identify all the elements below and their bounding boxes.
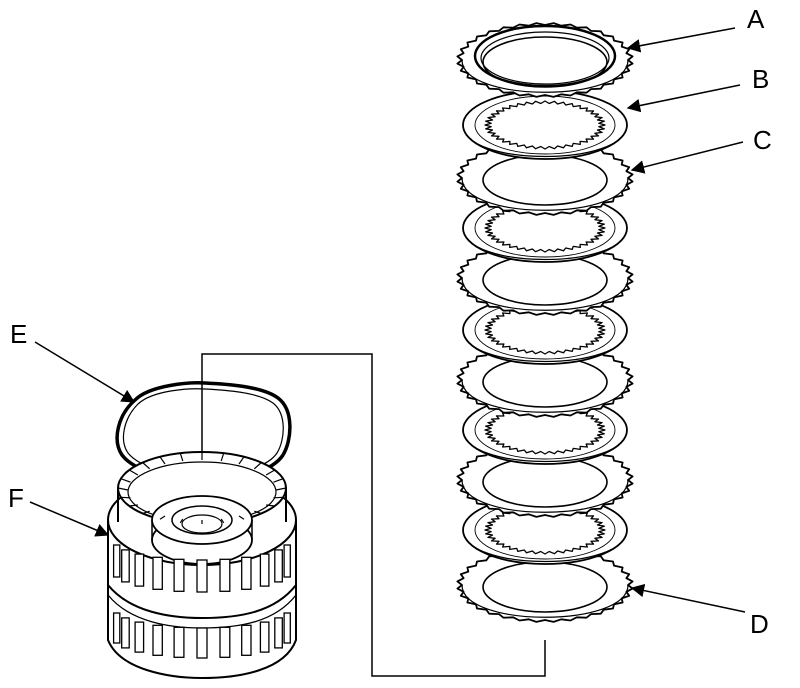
callout-label-e: E: [10, 319, 27, 349]
drum-slot: [283, 612, 291, 644]
drum-spline: [238, 515, 245, 520]
drum-slot: [112, 612, 121, 644]
drum-slot: [274, 617, 283, 649]
friction-plate: [462, 295, 628, 365]
drum-slot: [283, 544, 291, 578]
drum-slot: [173, 626, 185, 658]
callout-label-c: C: [753, 125, 772, 155]
drum-spline: [254, 510, 262, 515]
drum-spline: [179, 453, 184, 462]
drum-spline: [220, 518, 225, 524]
drum-slot: [112, 544, 121, 578]
leader-arrow-d: [630, 583, 746, 613]
drum-slot: [241, 624, 252, 656]
leader-arrow-b: [626, 84, 741, 113]
drum-slot: [259, 621, 270, 653]
callout-label-d: D: [750, 609, 769, 639]
drum-spline: [265, 469, 276, 476]
drum-spline: [117, 487, 129, 491]
drum-slot: [196, 627, 208, 659]
drum-spline: [179, 518, 184, 524]
drum-slot: [173, 558, 185, 592]
drum-slot: [134, 553, 145, 587]
drum-slot: [196, 559, 208, 593]
clutch-drum-f: [107, 451, 297, 680]
drum-spline: [142, 510, 150, 515]
drum-slot: [219, 626, 231, 658]
drum-spline: [159, 515, 166, 520]
drum-slot: [152, 624, 163, 656]
drum-spline: [142, 462, 151, 470]
drum-spline: [128, 469, 139, 476]
drum-spline: [238, 456, 245, 465]
drum-slot: [121, 549, 130, 583]
o-ring-e: [115, 381, 292, 482]
drum-slot: [274, 549, 283, 583]
drum-spline: [120, 478, 131, 483]
drum-slot: [219, 558, 231, 592]
drum-spline: [159, 456, 166, 465]
drum-slot: [134, 621, 145, 653]
callout-label-a: A: [747, 4, 765, 34]
steel-plate: [456, 240, 634, 316]
leader-arrow-c: [630, 141, 744, 174]
drum-slot: [152, 556, 163, 590]
drum-slot: [241, 556, 252, 590]
drum-spline: [220, 453, 225, 462]
drum-spline: [129, 504, 138, 507]
drum-slot: [259, 553, 270, 587]
steel-plate: [456, 342, 634, 418]
drum-spline: [253, 462, 262, 470]
drum-spline: [273, 478, 284, 483]
leader-arrow-f: [29, 501, 110, 537]
leader-arrow-a: [626, 27, 736, 53]
friction-plate: [462, 90, 628, 160]
steel-plate: [456, 22, 634, 98]
drum-spline: [273, 496, 284, 499]
leader-arrow-e: [34, 341, 136, 403]
steel-plate: [456, 547, 634, 623]
callout-label-b: B: [752, 64, 769, 94]
drum-spline: [275, 487, 287, 491]
callout-label-f: F: [8, 483, 24, 513]
assembly-connector-line: [201, 353, 546, 677]
drum-spline: [266, 504, 275, 507]
clutch-plate-stack: [456, 22, 634, 623]
drum-spline: [120, 496, 131, 499]
drum-slot: [121, 617, 130, 649]
steel-plate: [456, 140, 634, 216]
